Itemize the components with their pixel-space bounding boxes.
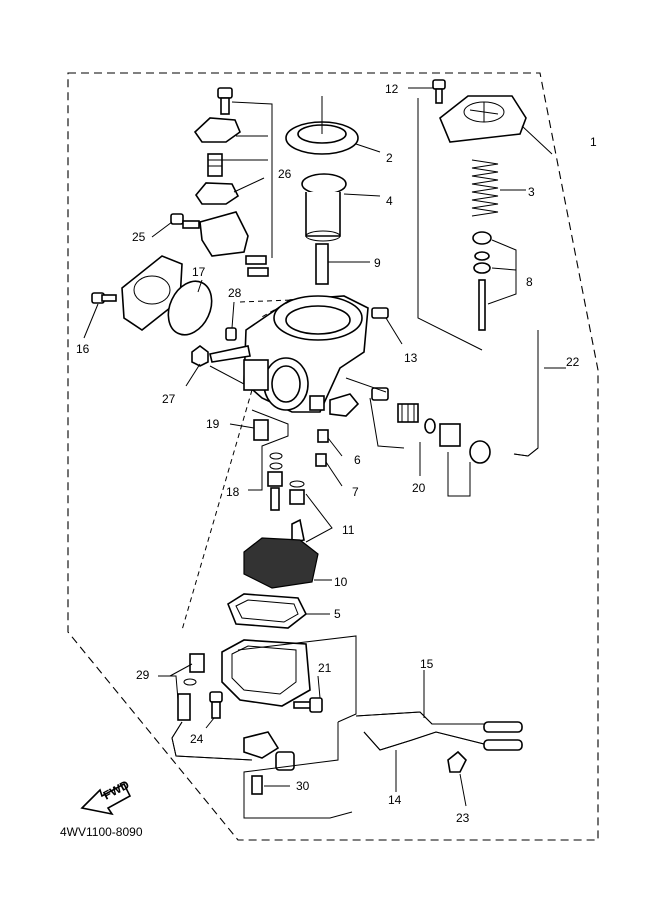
callout-2: 2 — [386, 151, 393, 165]
hose-15 — [355, 670, 523, 751]
top-cap — [408, 79, 553, 155]
screw-21 — [293, 675, 323, 713]
piston-valve-4 — [301, 173, 381, 242]
fwd-arrow-icon: FWD — [80, 777, 132, 816]
callout-5: 5 — [334, 607, 341, 621]
callout-7: 7 — [352, 485, 359, 499]
assembly-frame — [67, 72, 599, 841]
callout-22: 22 — [566, 355, 580, 369]
dashed-leader-mid — [239, 299, 293, 319]
starter-assembly-20 — [345, 377, 491, 497]
callout-12: 12 — [385, 82, 399, 96]
screw-13 — [371, 307, 403, 345]
callout-14: 14 — [388, 793, 402, 807]
spring-3 — [471, 159, 526, 217]
callout-21: 21 — [318, 661, 332, 675]
screw-30 — [251, 775, 290, 795]
float-bowl — [221, 635, 357, 819]
diaphragm-2 — [285, 96, 381, 155]
mounting-gasket — [121, 255, 213, 336]
callout-16: 16 — [76, 342, 90, 356]
callout-23: 23 — [456, 811, 470, 825]
callout-9: 9 — [374, 256, 381, 270]
plug-28 — [225, 301, 237, 341]
callout-20: 20 — [412, 481, 426, 495]
callout-28: 28 — [228, 286, 242, 300]
bolt-16 — [83, 292, 117, 339]
jet-7 — [315, 453, 343, 487]
nut-27 — [185, 345, 251, 387]
float-10 — [243, 537, 332, 589]
callout-29: 29 — [136, 668, 150, 682]
screw-25 — [151, 213, 200, 238]
dashed-leader-left — [181, 389, 253, 631]
callout-13: 13 — [404, 351, 418, 365]
hose-22 — [513, 330, 566, 457]
carburetor-body — [243, 295, 369, 417]
throttle-stop-group — [193, 87, 273, 277]
callout-17: 17 — [192, 265, 206, 279]
callout-3: 3 — [528, 185, 535, 199]
callout-6: 6 — [354, 453, 361, 467]
callout-19: 19 — [206, 417, 220, 431]
gasket-5 — [227, 593, 330, 629]
jet-6 — [317, 429, 343, 457]
drawing-code: 4WV1100-8090 — [60, 825, 143, 839]
jet-19 — [229, 419, 269, 441]
callout-24: 24 — [190, 732, 204, 746]
callout-4: 4 — [386, 194, 393, 208]
callout-30: 30 — [296, 779, 310, 793]
needle-valve-11 — [289, 480, 333, 543]
callout-26: 26 — [278, 167, 292, 181]
callout-1: 1 — [590, 135, 597, 149]
clamp-23 — [447, 750, 467, 807]
callout-27: 27 — [162, 392, 176, 406]
fuel-line — [171, 721, 253, 761]
callout-8: 8 — [526, 275, 533, 289]
screw-set-18 — [248, 409, 289, 511]
callout-18: 18 — [226, 485, 240, 499]
drain-set-29 — [158, 653, 205, 721]
callout-25: 25 — [132, 230, 146, 244]
callout-11: 11 — [342, 523, 355, 537]
needle-set-8 — [417, 98, 517, 351]
callout-15: 15 — [420, 657, 434, 671]
screw-24 — [205, 691, 223, 729]
jet-9 — [315, 243, 370, 285]
hose-14 — [363, 731, 485, 792]
callout-10: 10 — [334, 575, 348, 589]
